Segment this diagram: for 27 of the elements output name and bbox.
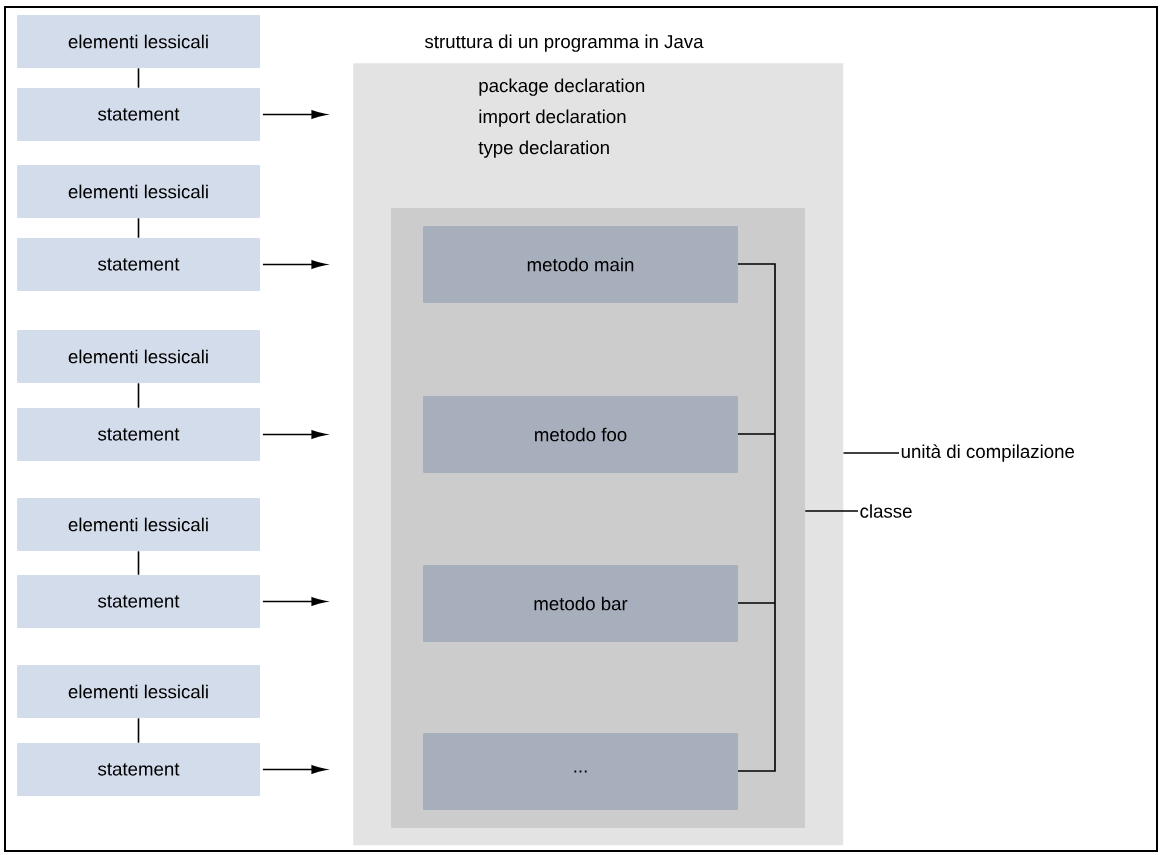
method-box: metodo foo — [423, 395, 738, 474]
method-box: ... — [423, 732, 738, 811]
leader-line — [804, 510, 859, 512]
lexical-elements-box: elementi lessicali — [17, 664, 260, 719]
statement-box: statement — [17, 574, 260, 629]
declaration-text: import declaration — [479, 109, 626, 127]
leader-line — [842, 452, 900, 454]
statement-box: statement — [17, 237, 260, 292]
method-box: metodo bar — [423, 564, 738, 643]
connector-line — [137, 717, 140, 744]
leader-text: classe — [860, 504, 912, 518]
lexical-elements-box: elementi lessicali — [17, 329, 260, 384]
connector-line — [137, 217, 140, 239]
statement-box: statement — [17, 742, 260, 797]
connector-line — [137, 382, 140, 409]
lexical-elements-box: elementi lessicali — [17, 164, 260, 219]
statement-box: statement — [17, 87, 260, 142]
declaration-text: package declaration — [479, 78, 645, 96]
connector-line — [137, 550, 140, 576]
connector-line — [137, 67, 140, 89]
method-box: metodo main — [423, 225, 738, 304]
declaration-text: type declaration — [478, 140, 609, 158]
title: struttura di un programma in Java — [425, 34, 704, 52]
leader-text: unità di compilazione — [901, 444, 1075, 462]
lexical-elements-box: elementi lessicali — [17, 14, 260, 69]
lexical-elements-box: elementi lessicali — [17, 497, 260, 552]
statement-box: statement — [17, 407, 260, 462]
